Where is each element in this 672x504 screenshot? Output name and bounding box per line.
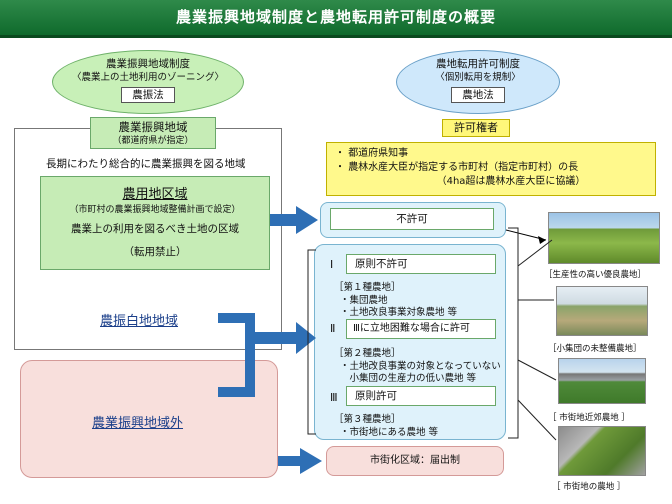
rice-field-photo bbox=[548, 212, 660, 264]
permit-item-2: ・ 農林水産大臣が指定する市町村（指定市町村）の長 bbox=[335, 162, 579, 173]
right-header-ellipse: 農地転用許可制度 〈個別転用を規制〉 農地法 bbox=[396, 50, 560, 114]
cat2-title: ［第２種農地］ bbox=[334, 348, 401, 359]
noshin-shiro-label: 農振白地地域 bbox=[100, 314, 179, 329]
left-header-title: 農業振興地域制度 bbox=[106, 58, 190, 70]
photo-label-3: ［ 市街地近郊農地 ］ bbox=[548, 413, 630, 423]
cat2-rule-box: Ⅲに立地困難な場合に許可 bbox=[346, 319, 496, 339]
cat2-rule: Ⅲに立地困難な場合に許可 bbox=[353, 323, 470, 334]
shigaika-label: 市街化区域：届出制 bbox=[370, 455, 460, 466]
noyochi-ban: （転用禁止） bbox=[123, 246, 187, 258]
cat3-rule-box: 原則許可 bbox=[346, 386, 496, 406]
category-right-bracket bbox=[508, 227, 519, 439]
permit-header: 許可権者 bbox=[442, 119, 510, 137]
fukyoka-photo-arrowhead bbox=[538, 236, 546, 244]
title-bar bbox=[0, 0, 672, 38]
noyochi-note: （市町村の農業振興地域整備計画で設定） bbox=[69, 205, 241, 215]
permit-item-3: （4ha超は農林水産大臣に協議） bbox=[436, 176, 586, 187]
category-photo-line-3 bbox=[517, 359, 557, 381]
nogyo-area-label-box: 農業振興地域 （都道府県が指定） bbox=[90, 117, 216, 149]
cat2-numeral: Ⅱ bbox=[330, 322, 336, 335]
photo-label-4: ［ 市街地の農地 ］ bbox=[552, 482, 626, 492]
cat1-item-2: ・土地改良事業対象農地 等 bbox=[340, 307, 458, 318]
right-law-badge: 農地法 bbox=[451, 87, 505, 103]
noyochi-box: 農用地区域 （市町村の農業振興地域整備計画で設定） 農業上の利用を図るべき土地の… bbox=[40, 176, 270, 270]
cat3-item-1: ・市街地にある農地 等 bbox=[340, 427, 439, 438]
cat1-title: ［第１種農地］ bbox=[334, 282, 401, 293]
urban-farmland-photo bbox=[558, 426, 646, 476]
nogyo-area-desc: 長期にわたり総合的に農業振興を図る地域 bbox=[46, 158, 246, 170]
small-farmland-photo bbox=[556, 286, 648, 336]
cat1-item-1: ・集団農地 bbox=[340, 295, 388, 306]
shigaika-box: 市街化区域：届出制 bbox=[326, 446, 504, 476]
permit-box: ・ 都道府県知事 ・ 農林水産大臣が指定する市町村（指定市町村）の長 （4ha超… bbox=[326, 142, 656, 196]
fukyoka-label: 不許可 bbox=[396, 213, 428, 225]
left-law-badge: 農振法 bbox=[121, 87, 175, 103]
nogyo-area-label: 農業振興地域 bbox=[118, 120, 188, 134]
cat3-numeral: Ⅲ bbox=[330, 391, 338, 404]
cat3-rule: 原則許可 bbox=[355, 390, 397, 402]
category-photo-line-1 bbox=[517, 239, 553, 267]
right-header-title: 農地転用許可制度 bbox=[436, 58, 520, 70]
right-header-subtitle: 〈個別転用を規制〉 bbox=[435, 72, 521, 83]
cat1-numeral: Ⅰ bbox=[330, 258, 334, 271]
cat1-rule-box: 原則不許可 bbox=[346, 254, 496, 274]
fukyoka-box: 不許可 bbox=[330, 208, 494, 230]
noyochi-desc: 農業上の利用を図るべき土地の区域 bbox=[71, 223, 239, 235]
suburban-farmland-photo bbox=[558, 358, 646, 404]
cat3-title: ［第３種農地］ bbox=[334, 414, 401, 425]
photo-label-2: ［小集団の未整備農地］ bbox=[548, 344, 642, 354]
cat2-item-2: 小集団の生産力の低い農地 等 bbox=[340, 373, 477, 384]
cat1-rule: 原則不許可 bbox=[355, 258, 408, 270]
cat2-item-1: ・土地改良事業の対象となっていない bbox=[340, 361, 501, 372]
left-header-subtitle: 〈農業上の土地利用のゾーニング〉 bbox=[71, 72, 224, 83]
fukyoka-photo-line bbox=[505, 229, 547, 241]
noyochi-label: 農用地区域 bbox=[122, 187, 188, 202]
permit-item-1: ・ 都道府県知事 bbox=[335, 148, 409, 159]
left-header-ellipse: 農業振興地域制度 〈農業上の土地利用のゾーニング〉 農振法 bbox=[52, 50, 244, 114]
photo-label-1: ［生産性の高い優良農地］ bbox=[544, 270, 647, 280]
outside-area-label: 農業振興地域外 bbox=[92, 416, 184, 431]
nogyo-area-note: （都道府県が指定） bbox=[112, 136, 194, 146]
page-title: 農業振興地域制度と農地転用許可制度の概要 bbox=[175, 8, 496, 26]
outside-to-shigaika-arrow bbox=[278, 448, 322, 474]
category-panel bbox=[314, 244, 506, 440]
